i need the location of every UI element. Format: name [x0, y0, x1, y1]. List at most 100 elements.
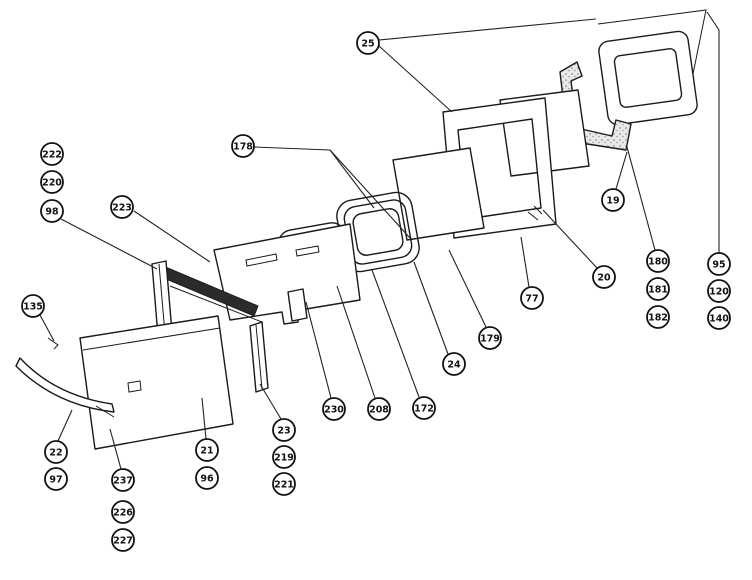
callout-25[interactable]: 25 — [356, 31, 380, 55]
panel-band-line — [82, 327, 221, 351]
svg-text:221: 221 — [274, 480, 294, 491]
leader-line-23 — [259, 383, 282, 420]
callout-237[interactable]: 237 — [111, 468, 135, 492]
part-outer-door-panel — [598, 30, 698, 126]
leader-line-25 — [378, 45, 453, 113]
callout-227[interactable]: 227 — [111, 528, 135, 552]
leader-line-230 — [305, 301, 332, 399]
trim-edge-line — [169, 285, 263, 323]
svg-text:230: 230 — [324, 405, 344, 416]
svg-text:237: 237 — [113, 476, 133, 487]
leader-line-21 — [201, 397, 207, 440]
part-door-handle — [15, 357, 115, 413]
callout-22[interactable]: 22 — [44, 440, 68, 464]
leader-lines — [39, 11, 720, 470]
leader-line-98 — [60, 218, 158, 270]
callout-180[interactable]: 180 — [646, 249, 670, 273]
callout-172[interactable]: 172 — [412, 396, 436, 420]
leader-line-178 — [329, 149, 411, 239]
panel-label-mark — [127, 380, 142, 393]
panel-slot — [245, 253, 278, 267]
leader-line-22 — [57, 409, 73, 442]
callout-135[interactable]: 135 — [21, 294, 45, 318]
leader-line-24 — [413, 261, 449, 355]
strip-inner-line — [158, 263, 166, 335]
leader-line-20 — [542, 209, 598, 269]
svg-text:179: 179 — [480, 334, 500, 345]
leader-line-19 — [615, 151, 628, 190]
callout-96[interactable]: 96 — [195, 466, 219, 490]
callout-208[interactable]: 208 — [367, 397, 391, 421]
svg-text:226: 226 — [113, 508, 133, 519]
svg-text:220: 220 — [42, 178, 62, 189]
svg-text:77: 77 — [525, 294, 538, 305]
svg-text:95: 95 — [712, 260, 725, 271]
callout-182[interactable]: 182 — [646, 305, 670, 329]
callout-20[interactable]: 20 — [592, 265, 616, 289]
handle-end-mark — [95, 405, 115, 418]
callout-221[interactable]: 221 — [272, 472, 296, 496]
part-door-glass-center — [392, 147, 485, 241]
callout-24[interactable]: 24 — [442, 352, 466, 376]
part-side-channel-trim — [559, 61, 632, 151]
panel-slot — [295, 245, 320, 257]
bar-inner-line — [255, 324, 263, 390]
svg-text:23: 23 — [277, 426, 290, 437]
part-clip — [47, 337, 59, 350]
svg-text:223: 223 — [112, 203, 132, 214]
callout-21[interactable]: 21 — [195, 438, 219, 462]
leader-line-237 — [109, 428, 122, 470]
svg-text:21: 21 — [200, 446, 213, 457]
svg-text:181: 181 — [648, 285, 668, 296]
svg-text:172: 172 — [414, 404, 434, 415]
leader-line-180 — [626, 146, 656, 251]
svg-text:19: 19 — [606, 196, 619, 207]
svg-text:120: 120 — [709, 287, 729, 298]
leader-line-25 — [378, 18, 597, 41]
part-small-bracket — [287, 288, 308, 322]
leader-line-135 — [39, 314, 55, 342]
callout-23[interactable]: 23 — [272, 418, 296, 442]
corner-bracket-line — [597, 9, 707, 75]
svg-text:208: 208 — [369, 405, 389, 416]
callout-222[interactable]: 222 — [40, 142, 64, 166]
svg-text:20: 20 — [597, 273, 611, 284]
frame-hinge-mark — [533, 205, 543, 215]
leader-line-95 — [706, 11, 720, 253]
leader-line-223 — [133, 210, 211, 263]
callout-140[interactable]: 140 — [707, 306, 731, 330]
svg-text:96: 96 — [200, 474, 214, 485]
callout-balloons: 222 220 98 223 135 22 97 237 226 227 21 96 23 219 221 2… — [21, 31, 731, 552]
callout-97[interactable]: 97 — [44, 467, 68, 491]
callout-95[interactable]: 95 — [707, 252, 731, 276]
leader-line-179 — [448, 249, 487, 328]
callout-230[interactable]: 230 — [322, 397, 346, 421]
callout-226[interactable]: 226 — [111, 500, 135, 524]
callout-98[interactable]: 98 — [40, 199, 64, 223]
svg-text:182: 182 — [648, 313, 668, 324]
part-outer-door-glass — [79, 315, 234, 450]
svg-text:97: 97 — [49, 475, 62, 486]
callout-220[interactable]: 220 — [40, 170, 64, 194]
svg-text:219: 219 — [274, 453, 294, 464]
leader-line-77 — [520, 236, 530, 288]
callout-178[interactable]: 178 — [231, 134, 255, 158]
svg-text:178: 178 — [233, 142, 253, 153]
svg-text:98: 98 — [45, 207, 59, 218]
callout-77[interactable]: 77 — [520, 286, 544, 310]
frame-hinge-mark — [527, 211, 539, 221]
callout-219[interactable]: 219 — [272, 445, 296, 469]
callout-179[interactable]: 179 — [478, 326, 502, 350]
svg-text:135: 135 — [23, 302, 43, 313]
svg-text:227: 227 — [113, 536, 133, 547]
callout-120[interactable]: 120 — [707, 279, 731, 303]
callout-223[interactable]: 223 — [110, 195, 134, 219]
svg-text:22: 22 — [49, 448, 62, 459]
callout-181[interactable]: 181 — [646, 277, 670, 301]
svg-text:25: 25 — [361, 39, 374, 50]
part-inner-panel — [213, 223, 361, 325]
callout-19[interactable]: 19 — [601, 188, 625, 212]
svg-text:24: 24 — [447, 360, 461, 371]
